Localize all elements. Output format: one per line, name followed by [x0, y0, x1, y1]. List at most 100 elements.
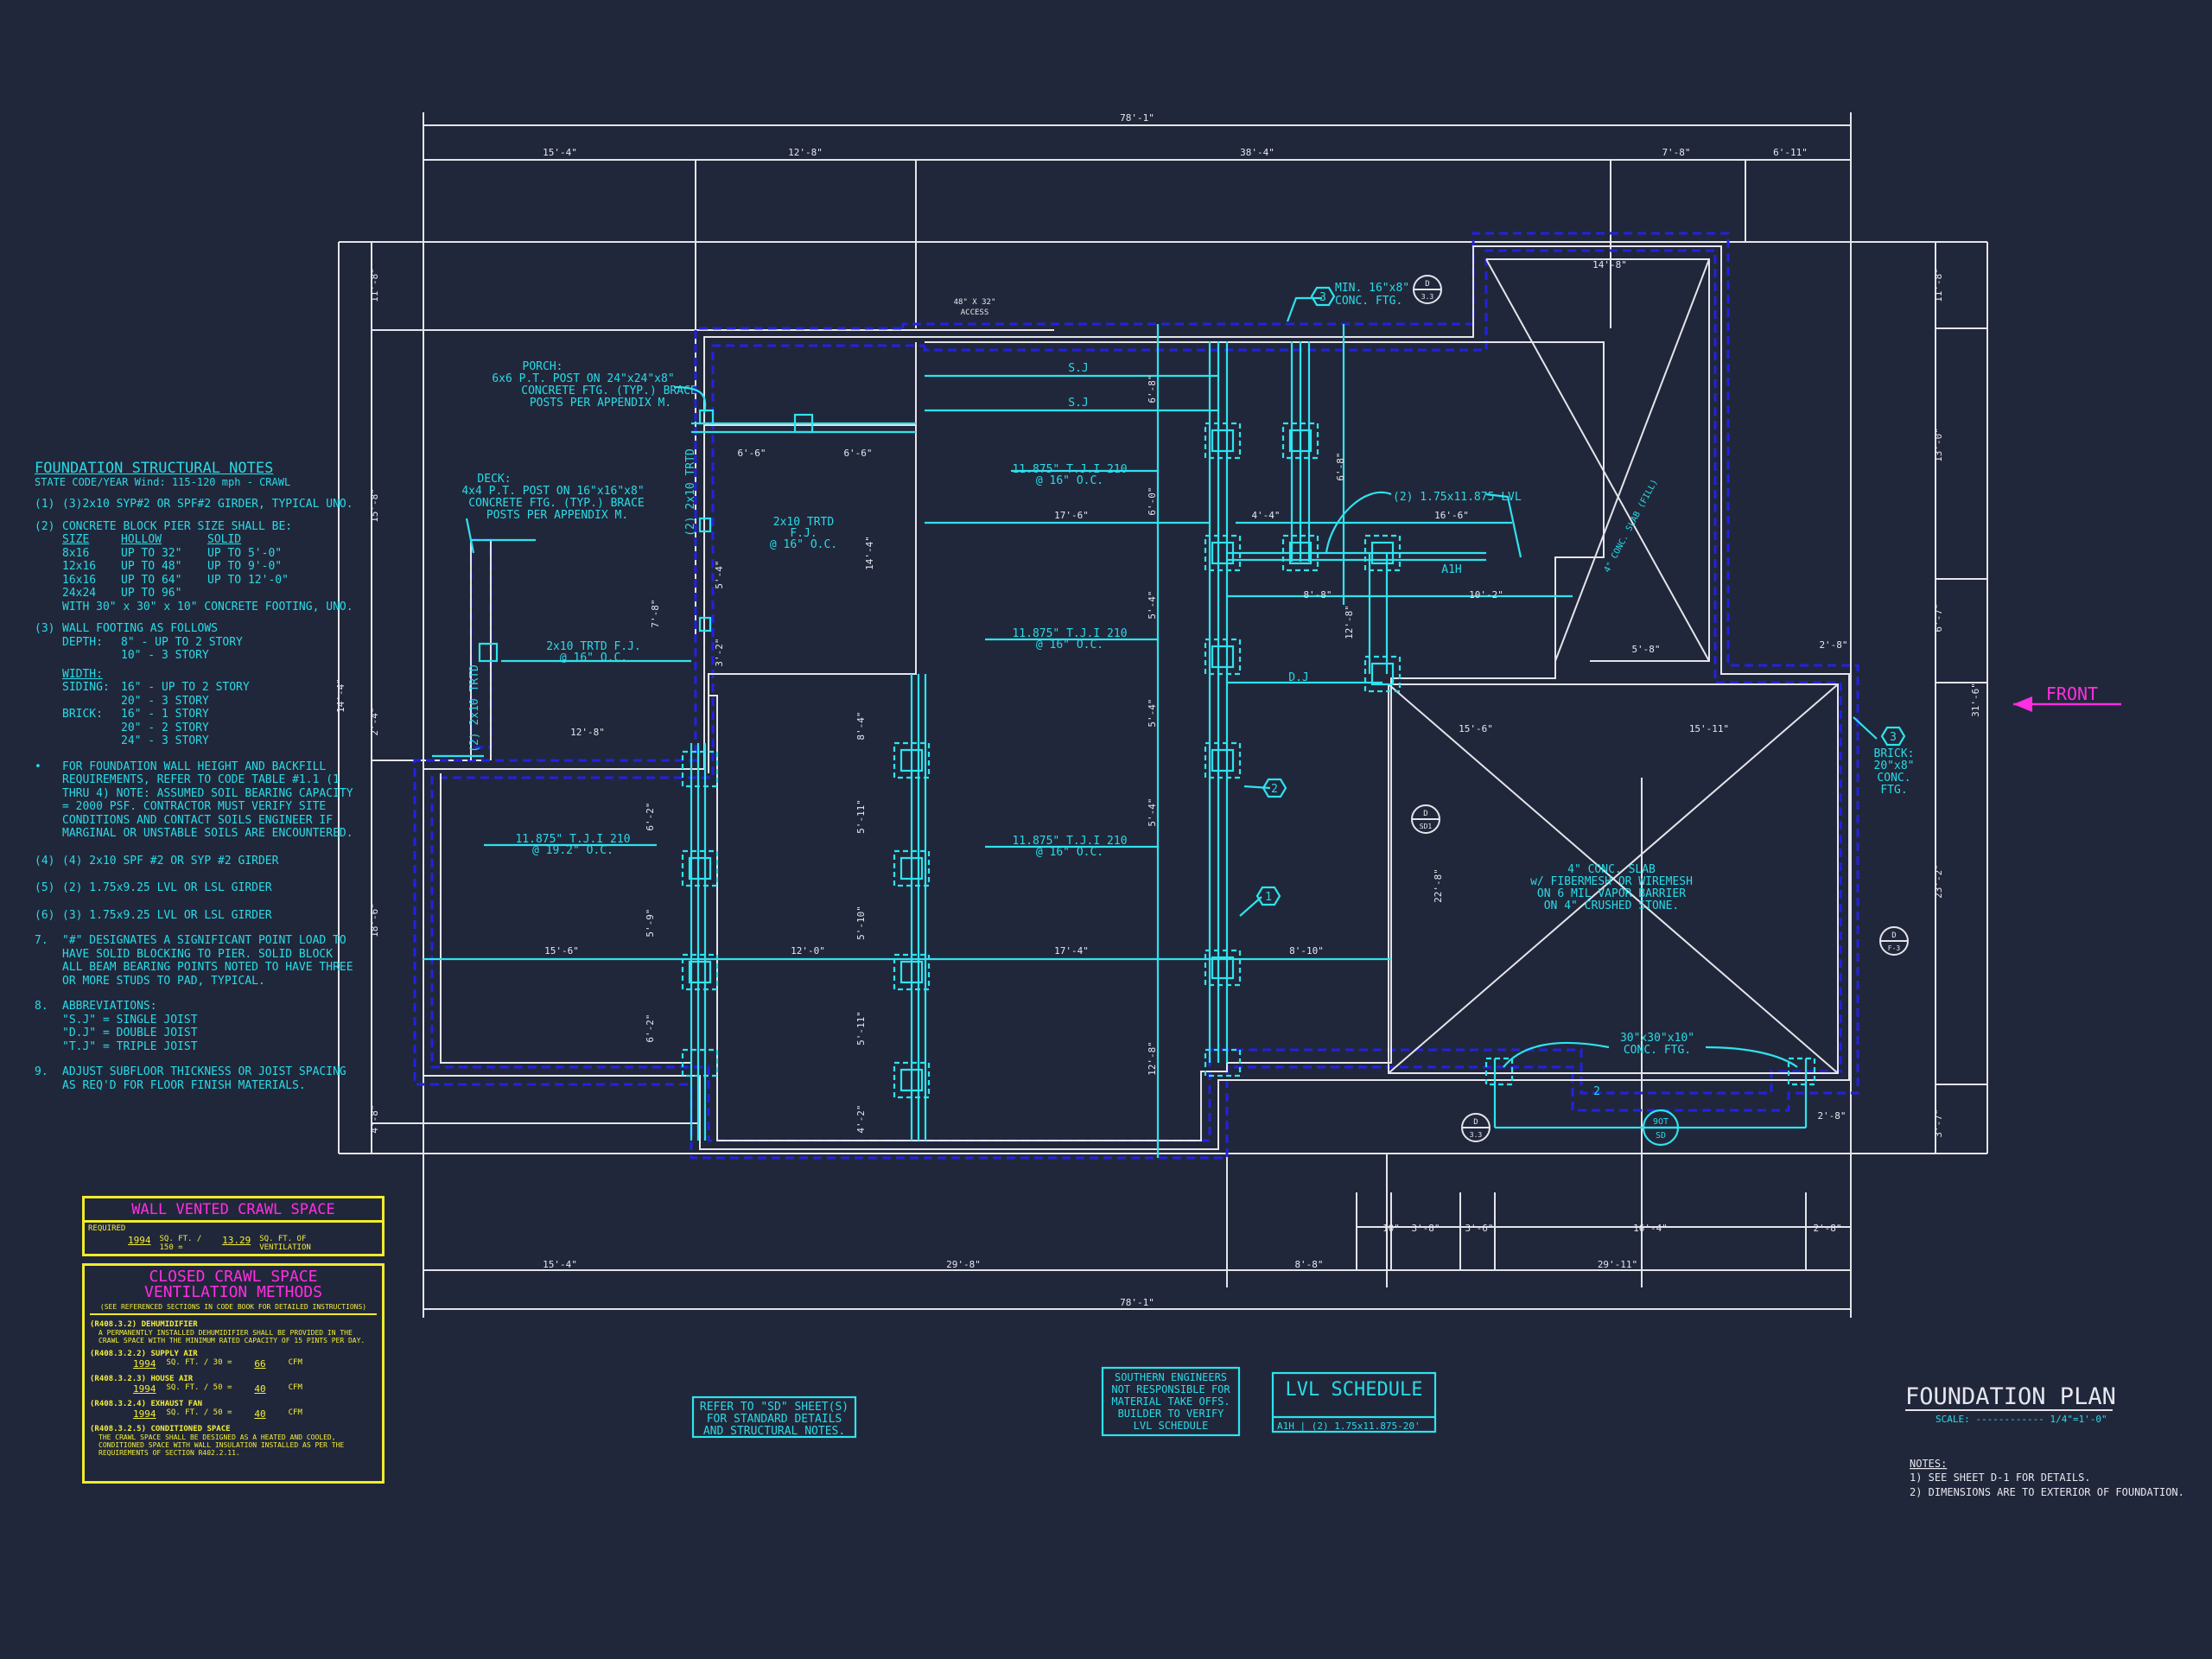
dim-v: 6'-2"	[645, 802, 656, 830]
dim-left: 15'-8"	[369, 488, 380, 523]
structural-notes: FOUNDATION STRUCTURAL NOTES STATE CODE/Y…	[35, 460, 353, 1092]
hex-tags: 2 1 3 3	[1255, 286, 1906, 906]
dim-v: 14'-4"	[864, 536, 875, 570]
front-arrow: FRONT	[2013, 683, 2121, 712]
trtd-vertical: (2) 2x10 TRTD	[684, 448, 697, 537]
brick-callout: CONC.	[1877, 772, 1910, 785]
porch-callout-2: CONCRETE FTG. (TYP.) BRACE	[521, 385, 697, 397]
brick-callout: 20"x8"	[1874, 760, 1915, 772]
dim-v: 5'-4"	[714, 560, 725, 588]
svg-text:F-3: F-3	[1888, 944, 1901, 952]
slab-label: ON 4" CRUSHED STONE.	[1544, 899, 1680, 912]
dim-right: 23'-2"	[1933, 864, 1944, 899]
dim-inner: 12'-8"	[570, 727, 605, 738]
dim-inner: 16'-6"	[1434, 510, 1469, 521]
ftg30-label: CONC. FTG.	[1624, 1044, 1691, 1057]
svg-text:BUILDER TO VERIFY: BUILDER TO VERIFY	[1118, 1408, 1225, 1420]
dim-bottom-right: 16'-4"	[1633, 1223, 1668, 1234]
porch-callout-1: 6x6 P.T. POST ON 24"x24"x8"	[492, 372, 674, 385]
dim-bottom: 15'-4"	[543, 1259, 577, 1270]
svg-text:3.3: 3.3	[1421, 293, 1434, 301]
dim-right: 3'-7"	[1933, 1109, 1944, 1137]
dim-top: 12'-8"	[788, 147, 823, 158]
dim-top: 7'-8"	[1662, 147, 1690, 158]
brick-callout: BRICK:	[1874, 747, 1915, 760]
dim-v: 5'-10"	[855, 906, 867, 940]
svg-text:48" X 32": 48" X 32"	[954, 298, 996, 307]
hex-tag	[1262, 778, 1287, 798]
dim-right: 6'-7"	[1933, 603, 1944, 632]
joist-label: @ 16" O.C.	[1036, 846, 1103, 859]
diag-slab: 4" CONC. SLAB (FILL)	[1603, 478, 1660, 574]
lvl-schedule-title: LVL SCHEDULE	[1286, 1379, 1423, 1401]
hex-tag	[1310, 286, 1336, 307]
hex-tag-text: 1	[1265, 891, 1272, 904]
dim-v: 5'-11"	[855, 1011, 867, 1046]
sj-label: S.J	[1068, 397, 1088, 410]
note-item: 9.ADJUST SUBFLOOR THICKNESS OR JOIST SPA…	[35, 1065, 346, 1092]
dim-overall-bottom: 78'-1"	[1120, 1297, 1154, 1308]
notes-line: 1) SEE SHEET D-1 FOR DETAILS.	[1910, 1471, 2091, 1484]
dim-bottom-right: 3'-8"	[1411, 1223, 1440, 1234]
min-ftg-callout-0: MIN. 16"x8"	[1335, 282, 1409, 295]
note-item: 7."#" DESIGNATES A SIGNIFICANT POINT LOA…	[35, 934, 353, 988]
dim-inner: 8'-10"	[1289, 945, 1324, 957]
dim-bottom: 29'-8"	[946, 1259, 981, 1270]
dim-inner: 15'-6"	[544, 945, 579, 957]
slab-label: 4" CONC. SLAB	[1567, 863, 1656, 876]
porch-callout-0: PORCH:	[523, 360, 563, 373]
trtd-label: F.J.	[790, 527, 817, 540]
svg-text:NOT RESPONSIBLE FOR: NOT RESPONSIBLE FOR	[1111, 1383, 1230, 1395]
a1h-label: A1H	[1441, 563, 1461, 576]
dim-right: 31'-6"	[1970, 683, 1981, 717]
dim-bottom: 29'-11"	[1598, 1259, 1637, 1270]
notes-head: NOTES:	[1910, 1458, 1947, 1470]
svg-text:9OT: 9OT	[1653, 1117, 1669, 1127]
dim-v: 8'-4"	[855, 711, 867, 740]
svg-text:MATERIAL TAKE OFFS.: MATERIAL TAKE OFFS.	[1111, 1395, 1230, 1408]
dim-v: 6'-8"	[1335, 452, 1346, 480]
dim-bottom: 8'-8"	[1294, 1259, 1323, 1270]
dim-v: 6'-2"	[645, 1014, 656, 1042]
deck-callout-2: CONCRETE FTG. (TYP.) BRACE	[468, 497, 645, 510]
deck-callout-1: 4x4 P.T. POST ON 16"x16"x8"	[461, 485, 644, 498]
closed-crawl-box: CLOSED CRAWL SPACE VENTILATION METHODS (…	[82, 1263, 385, 1484]
slab-label: ON 6 MIL VAPOR BARRIER	[1537, 887, 1686, 900]
dim-v: 6'-8"	[1147, 374, 1158, 403]
plan-title: FOUNDATION PLAN	[1905, 1383, 2116, 1410]
svg-text:SOUTHERN ENGINEERS: SOUTHERN ENGINEERS	[1115, 1371, 1227, 1383]
dim-inner: 12'-0"	[791, 945, 825, 957]
dim-bottom-right: 2'-8"	[1813, 1223, 1841, 1234]
slab-label: w/ FIBERMESH OR WIREMESH	[1530, 875, 1693, 888]
dim-inner: 15'-11"	[1689, 723, 1729, 734]
svg-text:SD1: SD1	[1420, 823, 1433, 830]
note-item: (3)WALL FOOTING AS FOLLOWS	[35, 622, 219, 635]
dim-inner: 2'-8"	[1817, 1110, 1846, 1122]
dim-left: 4'-8"	[369, 1104, 380, 1133]
joist-label: 11.875" T.J.I 210	[1012, 835, 1127, 848]
trtd-label: @ 16" O.C.	[770, 538, 837, 551]
joist-label: @ 19.2" O.C.	[532, 844, 613, 857]
inner-dimension-labels: 6'-6" 6'-6" 12'-8" 15'-6" 12'-0" 17'-4" …	[544, 259, 1847, 1122]
lvl-label: (2) 1.75x11.875 LVL	[1393, 491, 1522, 504]
joist-label: @ 16" O.C.	[1036, 639, 1103, 652]
framing-members	[423, 324, 1808, 1158]
dim-v: 5'-9"	[645, 908, 656, 937]
dim-inner: 8'-8"	[1303, 589, 1332, 601]
dimension-lines	[338, 112, 1988, 1318]
southern-engineers-box: SOUTHERN ENGINEERS NOT RESPONSIBLE FOR M…	[1101, 1366, 1241, 1437]
dim-v: 3'-2"	[714, 638, 725, 666]
note-item: 8.ABBREVIATIONS:	[35, 1000, 157, 1013]
svg-text:LVL SCHEDULE: LVL SCHEDULE	[1134, 1420, 1209, 1432]
note-item: (6)(3) 1.75x9.25 LVL OR LSL GIRDER	[35, 908, 272, 922]
dim-v: 12'-8"	[1147, 1041, 1158, 1076]
detail-markers: D 3.3 D SD1 D F-3 D 3.3 9OT SD	[1411, 275, 1909, 1147]
note-item: (4)(4) 2x10 SPF #2 OR SYP #2 GIRDER	[35, 854, 279, 868]
dim-top: 6'-11"	[1773, 147, 1808, 158]
dim-inner: 22'-8"	[1433, 868, 1444, 903]
hex-tag-text: 3	[1319, 291, 1326, 304]
notes-title: FOUNDATION STRUCTURAL NOTES	[35, 460, 274, 477]
dimension-labels: 78'-1" 78'-1" 15'-4" 12'-8" 38'-4" 7'-8"…	[543, 112, 1841, 1308]
